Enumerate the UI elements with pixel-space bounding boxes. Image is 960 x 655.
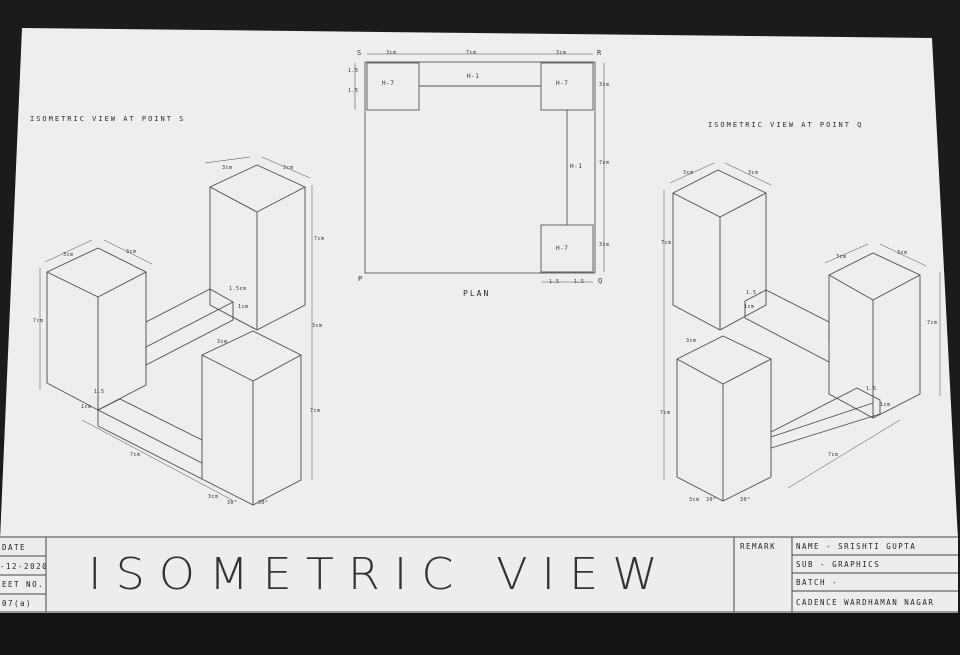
tb-remark-label: REMARK xyxy=(740,542,777,551)
iso-left-front-wall-top xyxy=(97,409,203,464)
iso-left-dim-e xyxy=(261,156,311,179)
iso-right-dim-label-6: 7cm xyxy=(927,320,938,326)
iso-right-dim-label-4: 3cm xyxy=(836,254,847,260)
plan-label-top-left: H-7 xyxy=(382,80,395,87)
plan-label-wall-top: H-1 xyxy=(467,73,480,80)
iso-left-dim-label-1: 3cm xyxy=(222,165,233,171)
iso-right-front-wall-mid xyxy=(770,402,874,438)
plan-dim-right-3: 3cm xyxy=(599,242,610,248)
plan-point-q: Q xyxy=(598,277,603,285)
iso-left-dim-label-14: 7cm xyxy=(130,452,141,458)
iso-left-dim-d xyxy=(204,156,251,164)
tb-date-label: DATE xyxy=(2,543,27,552)
iso-right-drawing xyxy=(663,162,941,502)
tb-drawing-title: ISOMETRIC VIEW xyxy=(88,548,672,600)
iso-left-dim-c xyxy=(81,419,233,501)
iso-left-title: ISOMETRIC VIEW AT POINT S xyxy=(30,115,186,123)
iso-right-dim-label-13: 7cm xyxy=(828,452,839,458)
iso-left-dim-label-5: 7cm xyxy=(310,408,321,414)
iso-right-dim-e xyxy=(724,162,772,186)
iso-left-dim-label-6: 3cm xyxy=(63,252,74,258)
iso-left-dim-label-10: 1cm xyxy=(238,304,249,310)
plan-label-wall-right: H-1 xyxy=(570,163,583,170)
iso-right-dim-label-2: 3cm xyxy=(748,170,759,176)
plan-dim-bottom-2: 1.5 xyxy=(574,279,585,285)
plan-dim-left-1: 1.5 xyxy=(348,68,359,74)
iso-left-dim-label-16: 30° xyxy=(227,500,238,506)
iso-left-drawing xyxy=(39,156,313,506)
plan-dim-top-left: 3cm xyxy=(386,50,397,56)
plan-point-p: P xyxy=(358,275,363,283)
plan-label-top-right: H-7 xyxy=(556,80,569,87)
tb-batch: BATCH - xyxy=(796,578,839,587)
iso-left-dim-label-3: 7cm xyxy=(314,236,325,242)
iso-left-dim-g xyxy=(103,239,153,265)
plan-point-r: R xyxy=(597,49,602,57)
iso-left-dim-label-4: 3cm xyxy=(312,323,323,329)
iso-right-dim-label-12: 1cm xyxy=(880,402,891,408)
tb-date-value: -12-2020 xyxy=(0,562,49,571)
iso-right-front-wall xyxy=(770,387,881,433)
tb-sheet-value: 07(a) xyxy=(2,599,33,608)
paper xyxy=(0,28,958,540)
iso-right-dim-label-3: 7cm xyxy=(661,240,672,246)
plan-dim-right-2: 7cm xyxy=(599,160,610,166)
iso-right-dim-f xyxy=(824,243,869,264)
iso-right-dim-d xyxy=(669,162,715,184)
plan-block-top-left xyxy=(366,62,420,111)
title-block-grid xyxy=(0,536,958,613)
iso-left-dim-label-11: 3cm xyxy=(217,339,228,345)
plan-dim-right-1: 3cm xyxy=(599,82,610,88)
iso-right-back-wall xyxy=(744,289,830,340)
iso-right-dim-label-9: 3cm xyxy=(686,338,697,344)
iso-left-dim-label-2: 3cm xyxy=(283,165,294,171)
title-block-paper xyxy=(0,535,958,613)
iso-left-dim-label-17: 30° xyxy=(258,500,269,506)
iso-left-back-wall xyxy=(145,288,234,348)
iso-right-back-wall-lower xyxy=(744,317,830,363)
iso-right-dim-label-16: 30° xyxy=(740,497,751,503)
plan-outline xyxy=(364,61,596,274)
iso-right-front-wall-lower xyxy=(770,413,881,449)
iso-left-dim-f xyxy=(44,239,93,263)
iso-left-dim-label-15: 3cm xyxy=(208,494,219,500)
iso-left-dim-label-7: 3cm xyxy=(126,249,137,255)
iso-left-front-wall-bottom xyxy=(97,425,203,480)
iso-left-dim-label-13: 1cm xyxy=(81,404,92,410)
iso-left-dim-label-9: 1.5cm xyxy=(229,286,247,292)
iso-left-dim-label-12: 1.5 xyxy=(94,389,105,395)
iso-right-dim-label-7: 1.5 xyxy=(746,290,757,296)
iso-right-dim-label-10: 7cm xyxy=(660,410,671,416)
iso-right-dim-label-1: 3cm xyxy=(683,170,694,176)
plan-view xyxy=(354,53,605,283)
tb-subject: SUB - GRAPHICS xyxy=(796,560,881,569)
iso-left-back-wall-lower xyxy=(145,319,234,366)
plan-dim-top-right: 3cm xyxy=(556,50,567,56)
iso-right-dim-g xyxy=(879,243,927,267)
plan-dim-left-2: 1.5 xyxy=(348,88,359,94)
plan-title: PLAN xyxy=(463,289,491,298)
iso-right-dim-label-8: 1cm xyxy=(744,304,755,310)
tb-sheet-label: EET NO. xyxy=(2,580,45,589)
iso-right-dim-c xyxy=(787,419,901,489)
bottom-edge xyxy=(0,613,960,655)
iso-right-dim-label-15: 30° xyxy=(706,497,717,503)
iso-right-dim-label-11: 1.5 xyxy=(866,386,877,392)
plan-dim-top-middle: 7cm xyxy=(466,50,477,56)
plan-point-s: S xyxy=(357,49,362,57)
tb-institute: CADENCE WARDHAMAN NAGAR xyxy=(796,598,935,607)
plan-dim-bottom-1: 1.5 xyxy=(549,279,560,285)
tb-name: NAME - SRISHTI GUPTA xyxy=(796,542,917,551)
iso-left-dim-label-8: 7cm xyxy=(33,318,44,324)
iso-right-title: ISOMETRIC VIEW AT POINT Q xyxy=(708,121,864,129)
iso-left-front-wall xyxy=(97,398,203,441)
iso-right-dim-label-5: 3cm xyxy=(897,250,908,256)
plan-label-bottom-right: H-7 xyxy=(556,245,569,252)
iso-right-dim-label-14: 3cm xyxy=(689,497,700,503)
